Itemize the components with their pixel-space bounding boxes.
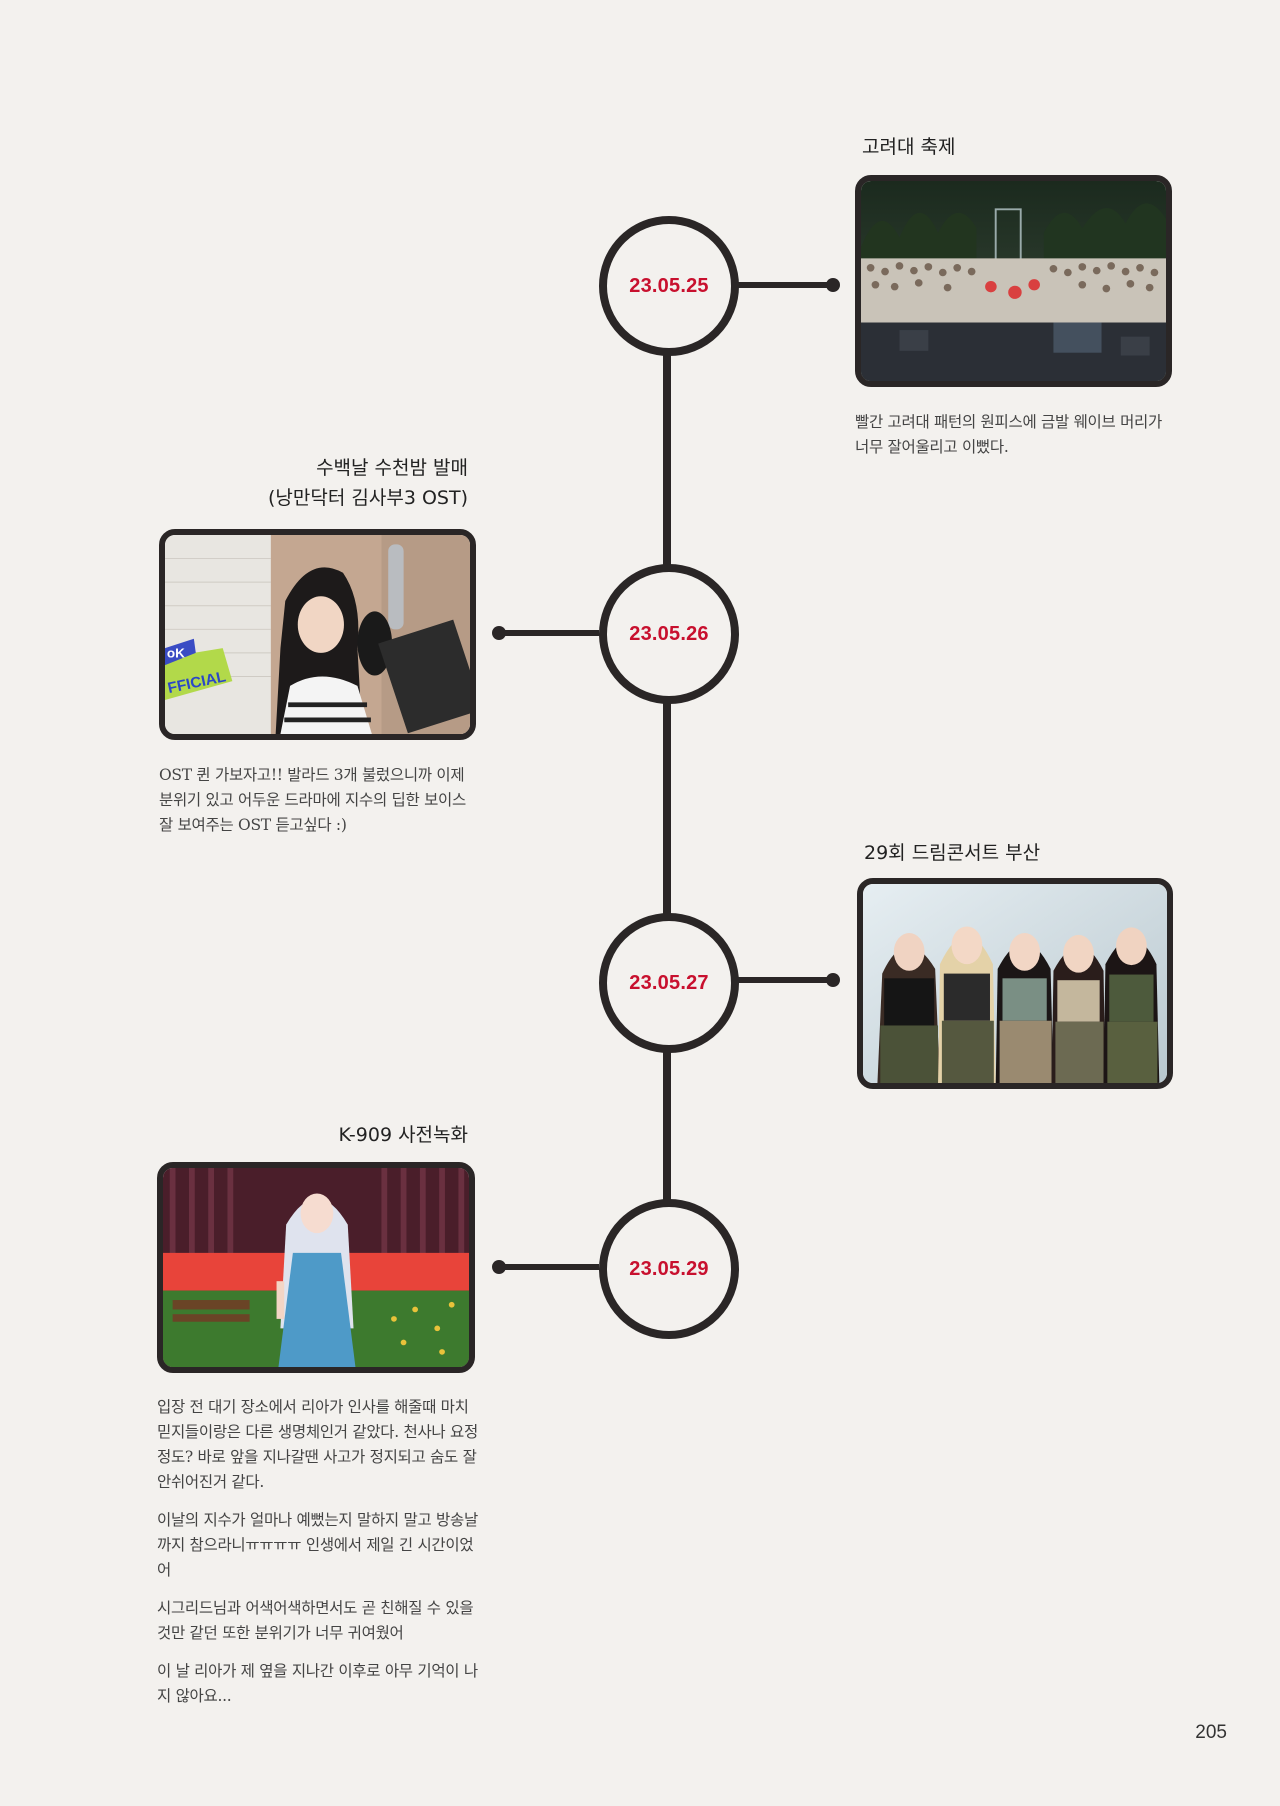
connector-1 [737, 282, 837, 288]
event-title-2: 수백날 수천밤 발매 (낭만닥터 김사부3 OST) [138, 453, 468, 513]
event-description-paragraph: 입장 전 대기 장소에서 리아가 인사를 해줄때 마치 믿지들이랑은 다른 생명… [157, 1398, 478, 1491]
event-description-paragraph: 빨간 고려대 패턴의 원피스에 금발 웨이브 머리가 너무 잘어울리고 이뻤다. [855, 413, 1162, 456]
connector-dot-1 [826, 278, 840, 292]
event-description-paragraph: 이 날 리아가 제 옆을 지나간 이후로 아무 기억이 나지 않아요... [157, 1662, 478, 1705]
event-title-3: 29회 드림콘서트 부산 [864, 838, 1040, 868]
timeline-node-3: 23.05.27 [599, 913, 739, 1053]
event-description-paragraph: 시그리드님과 어색어색하면서도 곧 친해질 수 있을 것만 같던 또한 분위기가… [157, 1599, 474, 1642]
timeline-node-1: 23.05.25 [599, 216, 739, 356]
group-pose-photo [857, 878, 1173, 1089]
event-description-4: 입장 전 대기 장소에서 리아가 인사를 해줄때 마치 믿지들이랑은 다른 생명… [157, 1395, 479, 1722]
event-title-1-line: 고려대 축제 [862, 136, 956, 158]
connector-4 [499, 1264, 599, 1270]
connector-2 [499, 630, 599, 636]
timeline-node-2: 23.05.26 [599, 564, 739, 704]
event-title-4: K-909 사전녹화 [138, 1120, 468, 1150]
concert-crowd-photo [855, 175, 1172, 387]
timeline-node-4: 23.05.29 [599, 1199, 739, 1339]
date-label: 23.05.27 [629, 971, 709, 994]
event-title-3-line: 29회 드림콘서트 부산 [864, 842, 1041, 864]
event-title-1: 고려대 축제 [862, 132, 955, 162]
connector-dot-4 [492, 1260, 506, 1274]
stage-performance-photo [157, 1162, 475, 1373]
date-label: 23.05.29 [629, 1257, 709, 1280]
timeline-line [663, 283, 671, 1283]
event-title-2-line-2: (낭만닥터 김사부3 OST) [268, 487, 468, 509]
event-description-paragraph: OST 퀸 가보자고!! 발라드 3개 불렀으니까 이제 분위기 있고 어두운 … [159, 766, 466, 834]
connector-dot-3 [826, 973, 840, 987]
connector-3 [737, 977, 837, 983]
page-number: 205 [1195, 1722, 1227, 1743]
date-label: 23.05.26 [629, 622, 709, 645]
connector-dot-2 [492, 626, 506, 640]
recording-studio-photo: oK FFICIAL [159, 529, 476, 740]
badge-text-1: oK [167, 646, 185, 661]
event-description-2: OST 퀸 가보자고!! 발라드 3개 불렀으니까 이제 분위기 있고 어두운 … [159, 763, 479, 851]
event-title-2-line-1: 수백날 수천밤 발매 [316, 457, 468, 479]
event-title-4-line: K-909 사전녹화 [338, 1124, 468, 1146]
event-description-paragraph: 이날의 지수가 얼마나 예뻤는지 말하지 말고 방송날까지 참으라니ㅠㅠㅠㅠ 인… [157, 1511, 478, 1579]
date-label: 23.05.25 [629, 274, 709, 297]
event-description-1: 빨간 고려대 패턴의 원피스에 금발 웨이브 머리가 너무 잘어울리고 이뻤다. [855, 410, 1173, 473]
